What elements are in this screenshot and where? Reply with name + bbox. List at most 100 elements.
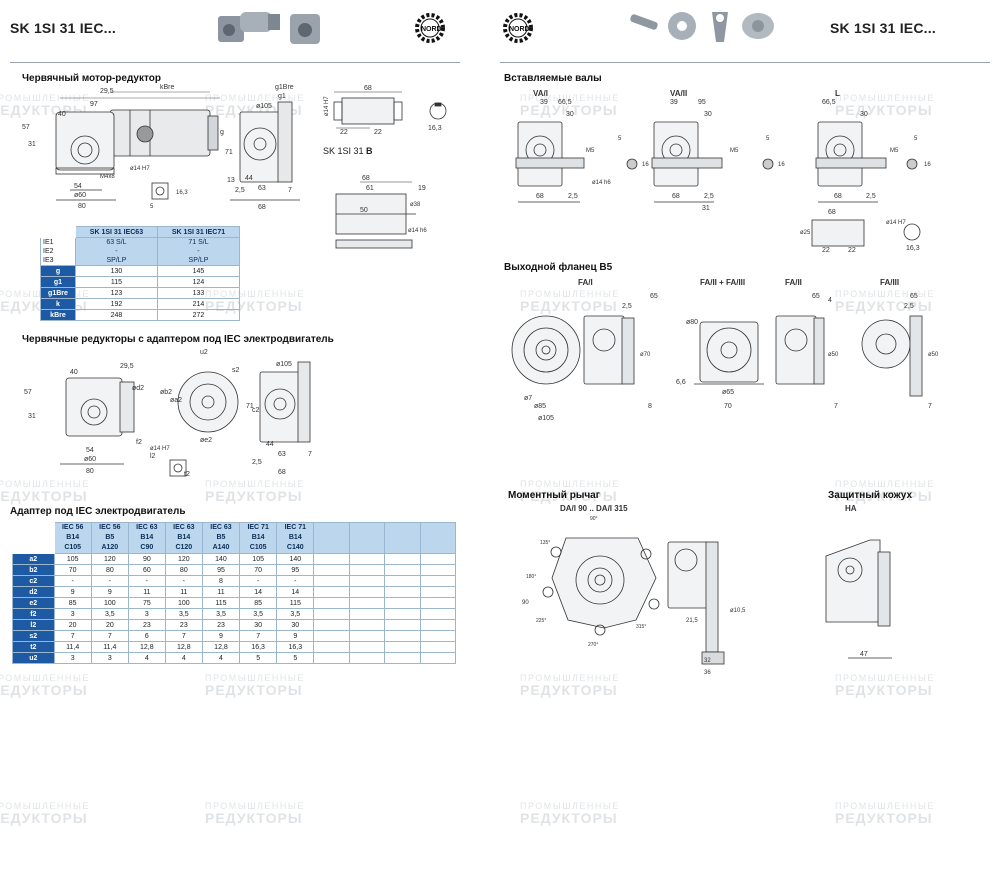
dim-label: øa2: [170, 397, 182, 404]
table-cell: 12,8: [127, 641, 166, 653]
dim-label: 68: [258, 204, 266, 211]
table-cell: 5: [276, 652, 315, 664]
table-cell: 115: [201, 597, 241, 609]
dim-label: 65: [812, 293, 820, 300]
dim-label: M5: [730, 148, 739, 154]
dim-label: ød2: [132, 385, 144, 392]
dim-label: 30: [704, 111, 712, 118]
dim-label: 68: [834, 193, 842, 200]
angle-label: 90°: [590, 516, 598, 522]
dim-label: 66,5: [558, 99, 572, 106]
table-cell-empty: [348, 652, 386, 664]
shaft-b-label: SK 1SI 31: [323, 146, 364, 156]
dim-label: ø14 h6: [408, 228, 427, 234]
table-cell: 7: [90, 630, 129, 642]
table-cell: 3,5: [239, 608, 278, 620]
dim-label: 30: [566, 111, 574, 118]
dim-label: 16,3: [176, 190, 188, 196]
dim-label: 16,3: [906, 245, 920, 252]
table-cell: 4: [201, 652, 241, 664]
dim-label: 21,5: [686, 618, 698, 624]
dim-label: ø10,5: [730, 608, 746, 614]
dim-label: 54: [86, 447, 94, 454]
table-cell: 85: [53, 597, 92, 609]
table-cell-empty: [313, 619, 350, 631]
angle-label: 270°: [588, 642, 598, 648]
dim-label: ø105: [276, 361, 292, 368]
table-cell: 3,5: [201, 608, 241, 620]
table-cell: 80: [164, 564, 203, 576]
shaft-label-va2: VA/II: [670, 89, 688, 98]
dim-label: 5: [914, 136, 918, 142]
table-cell-empty: [348, 630, 386, 642]
dim-label: 66,5: [822, 99, 836, 106]
table-cell: 6: [127, 630, 166, 642]
hollow-shaft-drawing: 68 ø14 H7 22 22 16,3 68 61 19 ø38 50 ø14…: [324, 85, 447, 249]
table-cell: 3,5: [164, 608, 203, 620]
table-cell: 9: [201, 630, 241, 642]
dim-label: 36: [704, 670, 711, 676]
table-cell: -: [276, 575, 315, 587]
table-cell: 8: [201, 575, 241, 587]
table-cell-empty: [313, 575, 350, 587]
table-cell: 105: [239, 553, 278, 565]
dim-label: 2,5: [235, 187, 245, 194]
nord-logo-icon: NORD: [415, 13, 445, 43]
dim-label: 90: [522, 600, 529, 606]
table-cell-empty: [313, 564, 350, 576]
dim-label: 54: [74, 183, 82, 190]
motor-dims-table: SK 1SI 31 IEC63 SK 1SI 31 IEC71 IE1 IE2 …: [40, 226, 241, 321]
table-cell-empty: [419, 553, 456, 565]
dim-label: ø105: [538, 415, 554, 422]
table-cell-empty: [384, 597, 421, 609]
dim-label: 5: [766, 136, 770, 142]
table-cell-empty: [313, 586, 350, 598]
dim-label: 95: [698, 99, 706, 106]
shaft-label-va1: VA/I: [533, 89, 548, 98]
table-cell: 100: [90, 597, 129, 609]
table-cell: 9: [276, 630, 315, 642]
dim-label: 5: [150, 204, 154, 210]
table-cell: 16,3: [276, 641, 315, 653]
table-cell: 63 S/L - SP/LP: [74, 237, 158, 266]
table-cell-empty: [313, 608, 350, 620]
section-title-torque: Моментный рычаг: [508, 490, 600, 501]
table-cell-empty: [384, 586, 421, 598]
table-cell-empty: [419, 641, 456, 653]
dim-label: 30: [860, 111, 868, 118]
adapter-drawing: u2 29,5 57 40 31 54 ø60 80 ø14 H7 t2 ød2…: [24, 349, 312, 478]
dim-label: 68: [828, 209, 836, 216]
table-row: c2----8--: [12, 575, 456, 587]
table-cell-empty: [419, 608, 456, 620]
section-title-adapter: Червячные редукторы с адаптером под IEC …: [22, 334, 334, 345]
table-cell: 20: [90, 619, 129, 631]
dim-label: 16: [642, 162, 649, 168]
table-cell-empty: [348, 575, 386, 587]
torque-cover-drawing: 90° 135° 180° 225° 270° 315° 90 21,5 ø10…: [522, 516, 892, 676]
shaft-label-l: L: [835, 89, 840, 98]
table-cell: 120: [164, 553, 203, 565]
dim-label: 31: [702, 205, 710, 212]
dim-label: 63: [258, 185, 266, 192]
dim-label: 2,5: [252, 459, 262, 466]
shaft-b-title: SK 1SI 31 B: [323, 146, 373, 156]
torque-label: DA/I 90 .. DA/I 315: [560, 504, 628, 513]
dim-label: 40: [70, 369, 78, 376]
table-cell: 9: [53, 586, 92, 598]
table-cell: 7: [164, 630, 203, 642]
table-cell: 11: [127, 586, 166, 598]
table-cell: 3: [53, 608, 92, 620]
